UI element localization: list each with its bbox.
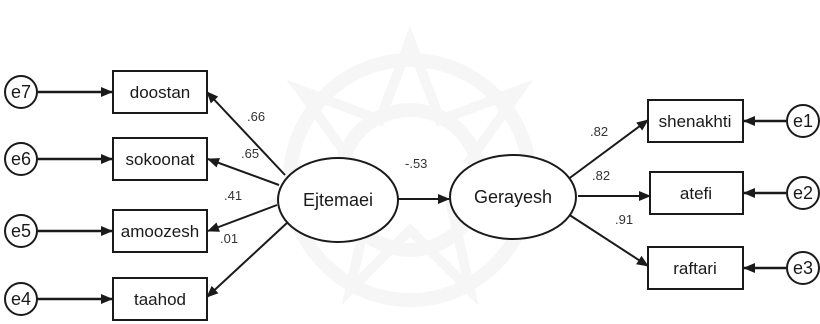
error-e4: e4 bbox=[4, 282, 38, 316]
arrow-ge-raftari bbox=[567, 213, 649, 267]
error-e6-label: e6 bbox=[11, 149, 31, 169]
error-e1: e1 bbox=[786, 104, 820, 138]
indicator-taahod-label: taahod bbox=[134, 290, 186, 309]
coef-ej-gerayesh: -.53 bbox=[405, 156, 427, 171]
latent-gerayesh-label: Gerayesh bbox=[474, 187, 552, 207]
indicator-shenakhti-label: shenakhti bbox=[659, 112, 732, 131]
indicator-amoozesh: amoozesh bbox=[112, 209, 208, 253]
latent-ejtemaei-label: Ejtemaei bbox=[303, 190, 373, 210]
coef-ej-amoozesh: .41 bbox=[224, 188, 242, 203]
error-e4-label: e4 bbox=[11, 289, 31, 309]
indicator-atefi-label: atefi bbox=[680, 184, 712, 203]
coef-ej-doostan: .66 bbox=[247, 109, 265, 124]
error-e7-label: e7 bbox=[11, 82, 31, 102]
indicator-raftari-label: raftari bbox=[673, 259, 716, 278]
coef-ge-shenakhti: .82 bbox=[590, 124, 608, 139]
gerayesh-loadings bbox=[566, 119, 651, 267]
error-e2-label: e2 bbox=[793, 183, 813, 203]
coef-ge-raftari: .91 bbox=[615, 212, 633, 227]
coef-ej-sokoonat: .65 bbox=[241, 146, 259, 161]
indicator-atefi: atefi bbox=[649, 171, 744, 215]
error-e6: e6 bbox=[4, 142, 38, 176]
indicator-sokoonat-label: sokoonat bbox=[126, 150, 195, 169]
indicator-doostan: doostan bbox=[112, 70, 208, 114]
error-e3: e3 bbox=[786, 251, 820, 285]
latent-ejtemaei: Ejtemaei bbox=[277, 157, 399, 243]
error-e2: e2 bbox=[786, 176, 820, 210]
arrow-ej-amoozesh bbox=[207, 204, 278, 232]
coef-ge-atefi: .82 bbox=[592, 168, 610, 183]
error-e1-label: e1 bbox=[793, 111, 813, 131]
error-e3-label: e3 bbox=[793, 258, 813, 278]
arrow-ej-sokoonat bbox=[207, 158, 280, 186]
indicator-sokoonat: sokoonat bbox=[112, 137, 208, 181]
coef-ej-taahod: .01 bbox=[220, 231, 238, 246]
arrow-ej-taahod bbox=[206, 221, 289, 298]
error-e5: e5 bbox=[4, 214, 38, 248]
right-error-arrows bbox=[743, 116, 793, 273]
indicator-raftari: raftari bbox=[647, 246, 744, 290]
latent-gerayesh: Gerayesh bbox=[449, 154, 577, 240]
indicator-amoozesh-label: amoozesh bbox=[121, 222, 199, 241]
arrow-ej-doostan bbox=[206, 91, 286, 176]
arrow-ge-shenakhti bbox=[566, 119, 649, 181]
error-e5-label: e5 bbox=[11, 221, 31, 241]
left-error-arrows bbox=[37, 87, 113, 304]
indicator-taahod: taahod bbox=[112, 277, 208, 321]
indicator-shenakhti: shenakhti bbox=[647, 99, 744, 143]
error-e7: e7 bbox=[4, 75, 38, 109]
ejtemaei-loadings bbox=[206, 91, 289, 298]
indicator-doostan-label: doostan bbox=[130, 83, 191, 102]
